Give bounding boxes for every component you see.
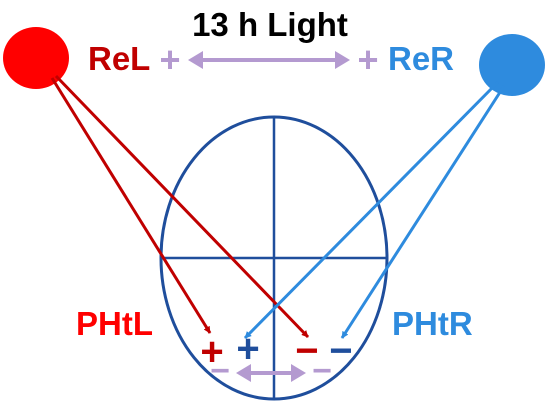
label-phtr: PHtR <box>392 305 473 342</box>
blue-circle-icon <box>479 34 545 96</box>
blue-plus-sign: + <box>236 327 259 371</box>
red-minus-sign: − <box>295 329 318 373</box>
red-plus-sign: + <box>200 330 223 374</box>
title: 13 h Light <box>192 6 348 43</box>
red-arrow-to-plus <box>50 77 212 334</box>
blue-arrow-to-minus <box>340 85 506 339</box>
bottom-double-arrow-icon <box>236 364 306 382</box>
label-rel: ReL <box>88 40 150 77</box>
lower-left-minus-sign: − <box>210 352 230 390</box>
lower-right-minus-sign: − <box>312 352 332 390</box>
blue-minus-sign: − <box>329 329 352 373</box>
label-phtl: PHtL <box>76 305 153 342</box>
label-rer: ReR <box>388 40 454 77</box>
blue-arrow-to-plus <box>243 80 500 340</box>
rel-plus-sign: + <box>159 39 180 80</box>
red-arrow-to-minus <box>54 74 310 339</box>
top-double-arrow-icon <box>188 51 350 69</box>
red-circle-icon <box>3 27 69 89</box>
rer-plus-sign: + <box>357 39 378 80</box>
